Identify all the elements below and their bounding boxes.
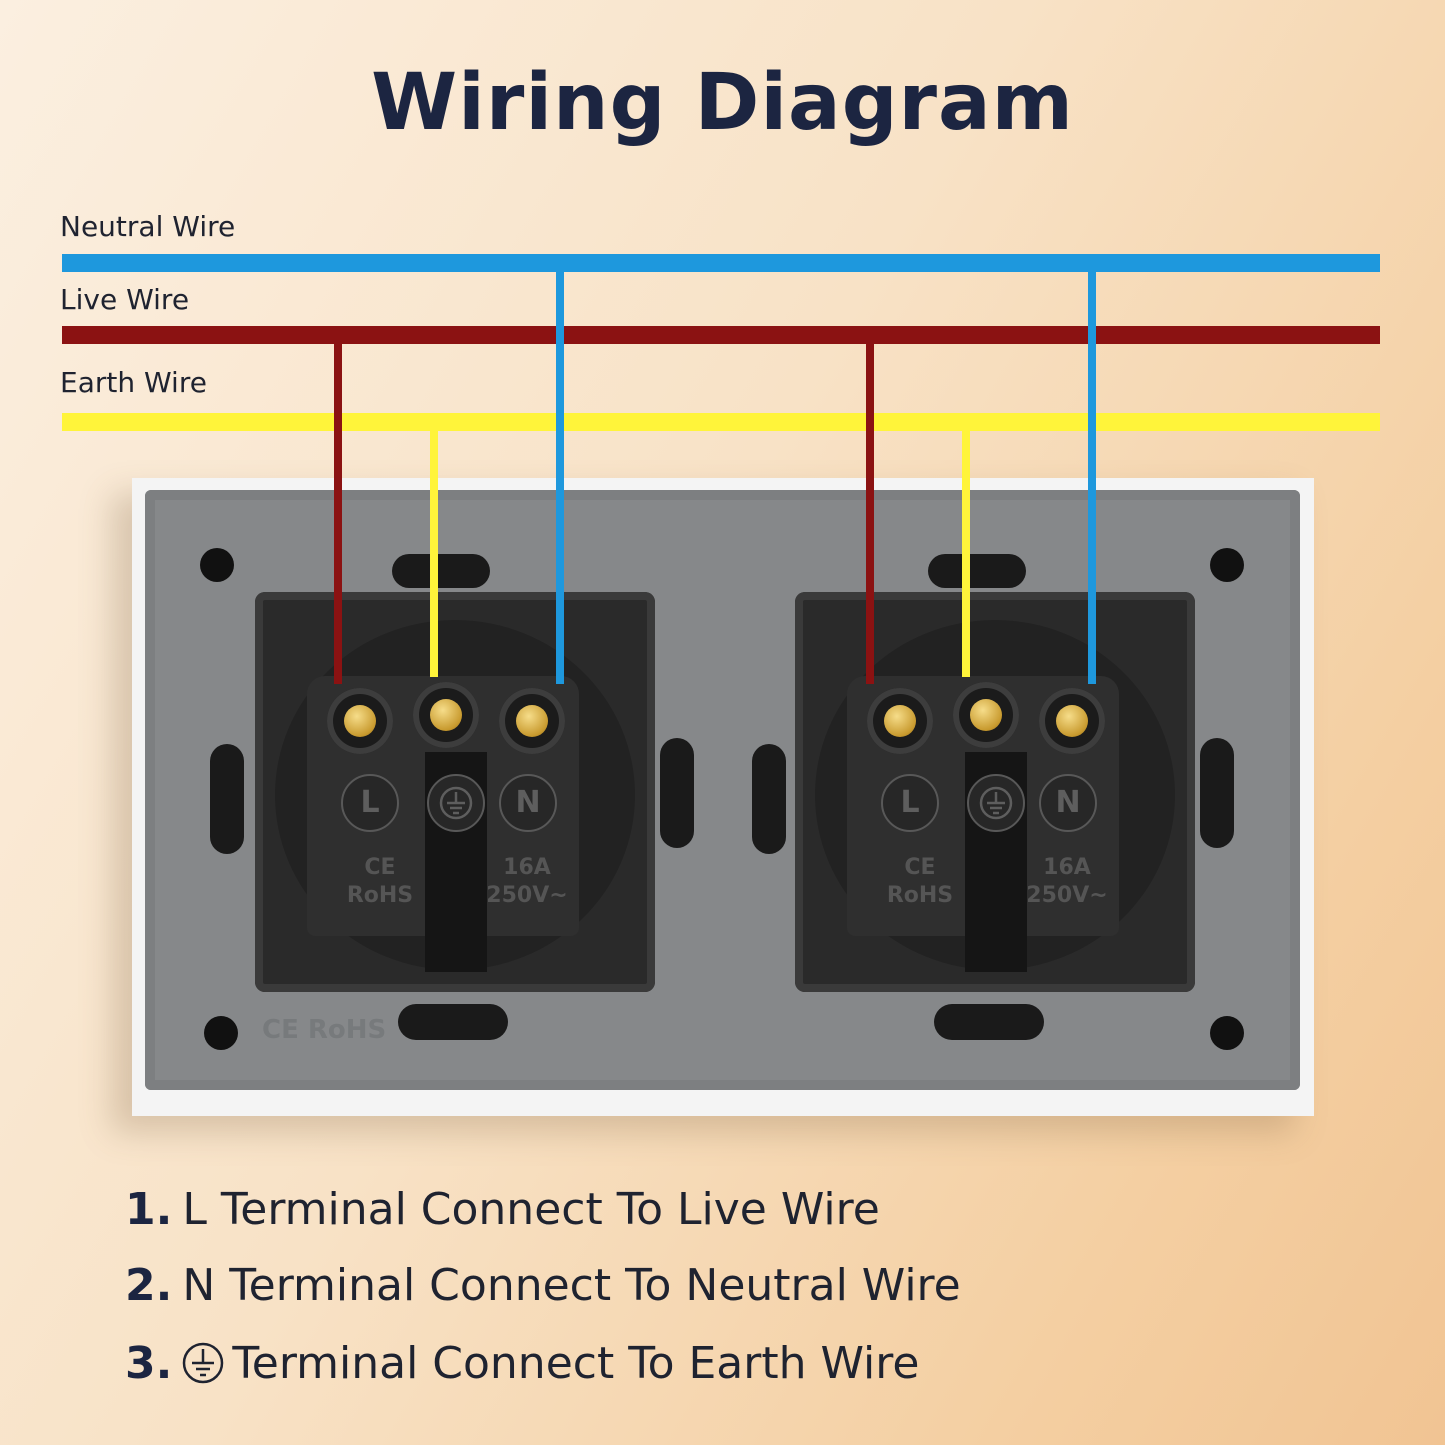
terminal-n-label: N [1039,774,1097,832]
instruction-text: N Terminal Connect To Neutral Wire [182,1260,961,1311]
earth-ground-icon [182,1342,224,1395]
instruction-number: 1. [125,1184,173,1235]
earth-drop-wire-1 [430,431,438,677]
neutral-drop-wire-1 [556,272,564,684]
socket-module-1: L N CE RoHS 16A 250V~ [255,592,655,992]
instruction-3: 3. Terminal Connect To Earth Wire [125,1338,919,1395]
neutral-drop-wire-2 [1088,272,1096,684]
socket-mark-right: 16A 250V~ [477,854,577,910]
instruction-text: Terminal Connect To Earth Wire [232,1338,920,1389]
rohs-mark: RoHS [886,883,954,908]
live-drop-wire-2 [866,344,874,684]
mounting-slot [934,1004,1044,1040]
ce-mark: CE [364,855,396,880]
socket-mark-right: 16A 250V~ [1017,854,1117,910]
mounting-slot [392,554,490,588]
live-wire [62,326,1380,344]
socket-mark-left: CE RoHS [875,854,965,910]
terminal-n-label: N [499,774,557,832]
instruction-1: 1.L Terminal Connect To Live Wire [125,1184,880,1235]
terminal-earth-icon [967,774,1025,832]
terminal-l-label: L [881,774,939,832]
voltage-rating: 250V~ [486,883,568,908]
socket-mark-left: CE RoHS [335,854,425,910]
instruction-number: 2. [125,1260,173,1311]
neutral-wire-label: Neutral Wire [60,210,236,243]
mounting-slot [928,554,1026,588]
earth-drop-wire-2 [962,431,970,677]
earth-screw-icon [953,682,1019,748]
mounting-slot [210,744,244,854]
socket-module-2: L N CE RoHS 16A 250V~ [795,592,1195,992]
neutral-screw-icon [1039,688,1105,754]
earth-screw-icon [413,682,479,748]
mounting-slot [1200,738,1234,848]
mounting-hole [1210,548,1244,582]
live-drop-wire-1 [334,344,342,684]
mounting-slot [752,744,786,854]
mounting-slot [398,1004,508,1040]
live-wire-label: Live Wire [60,283,190,316]
live-screw-icon [867,688,933,754]
live-screw-icon [327,688,393,754]
voltage-rating: 250V~ [1026,883,1108,908]
current-rating: 16A [503,855,551,880]
terminal-earth-icon [427,774,485,832]
instruction-number: 3. [125,1338,173,1389]
mounting-hole [200,548,234,582]
ce-mark: CE [904,855,936,880]
mounting-slot [660,738,694,848]
instruction-2: 2.N Terminal Connect To Neutral Wire [125,1260,961,1311]
diagram-title: Wiring Diagram [371,58,1074,148]
neutral-wire [62,254,1380,272]
plate-certification-mark: CE RoHS [262,1015,387,1045]
neutral-screw-icon [499,688,565,754]
earth-wire [62,413,1380,431]
current-rating: 16A [1043,855,1091,880]
rohs-mark: RoHS [346,883,414,908]
mounting-hole [1210,1016,1244,1050]
instruction-text: L Terminal Connect To Live Wire [182,1184,880,1235]
earth-wire-label: Earth Wire [60,366,207,399]
terminal-l-label: L [341,774,399,832]
mounting-hole [204,1016,238,1050]
